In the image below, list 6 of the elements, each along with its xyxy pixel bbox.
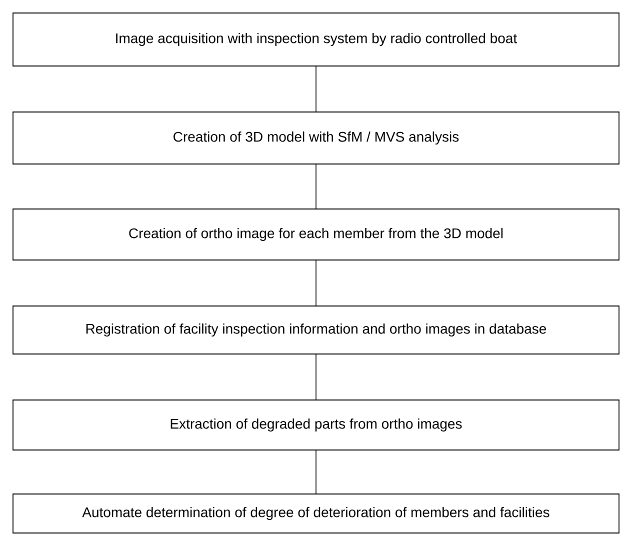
process-box: Creation of ortho image for each member from the 3D model <box>12 208 620 260</box>
process-box: Registration of facility inspection information and ortho images in database <box>12 306 620 354</box>
process-box: Creation of 3D model with SfM / MVS analysis <box>12 112 620 164</box>
process-box: Image acquisition with inspection system by radio controlled boat <box>12 12 620 66</box>
process-box: Automate determination of degree of deterioration of members and facilities <box>12 494 620 534</box>
process-box: Extraction of degraded parts from ortho images <box>12 400 620 450</box>
